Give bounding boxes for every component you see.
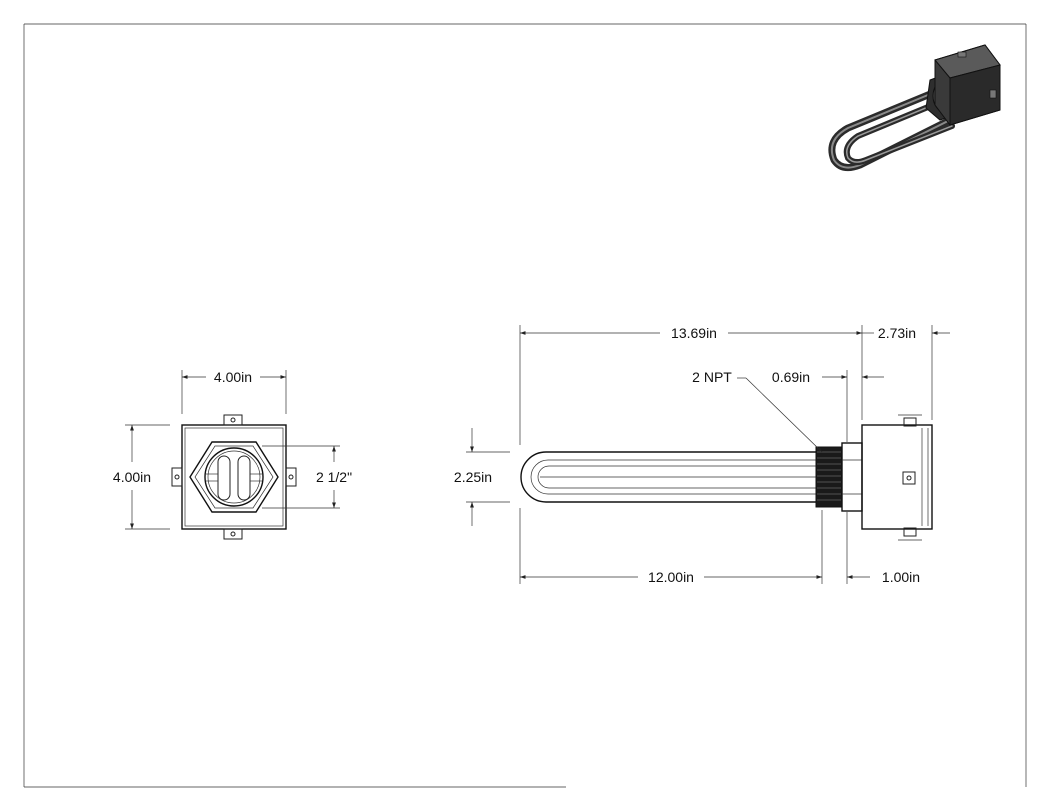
dim-overall-length: 13.69in (671, 325, 717, 341)
dim-thread-length: 0.69in (772, 369, 810, 385)
dim-element-height: 2.25in (454, 469, 492, 485)
dim-end-height: 4.00in (113, 469, 151, 485)
isometric-view (828, 44, 1001, 172)
end-view: 4.00in 4.00in 2 1/2" (113, 369, 352, 540)
label-thread: 2 NPT (692, 369, 732, 385)
dim-fitting-size: 2 1/2" (316, 469, 352, 485)
sheet-border (23, 23, 1027, 788)
side-view: 13.69in 2.73in 0.69in 2 NPT 2.25in 12.00… (454, 325, 950, 585)
dim-end-width: 4.00in (214, 369, 252, 385)
dim-immersion-length: 12.00in (648, 569, 694, 585)
dim-hex-length: 1.00in (882, 569, 920, 585)
dim-box-depth: 2.73in (878, 325, 916, 341)
